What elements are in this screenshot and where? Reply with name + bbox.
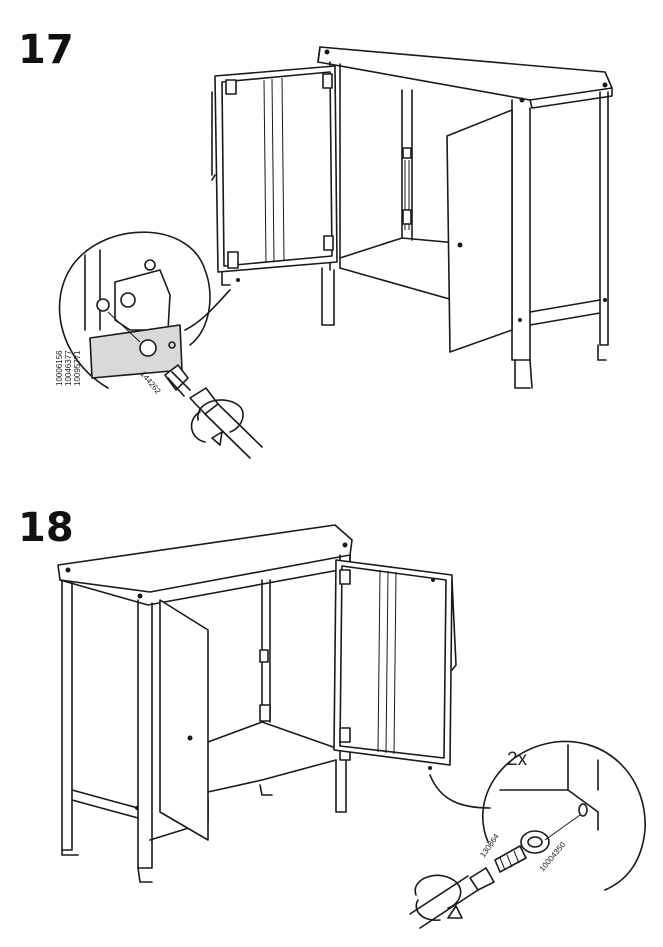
step17-screwdriver <box>164 364 263 459</box>
step17-detail-circle <box>58 231 231 389</box>
step17-part-number-1: 10006156 <box>55 350 64 386</box>
step18-quantity: 2x <box>507 749 528 770</box>
step17-part-number-3: 10095771 <box>73 350 82 386</box>
step18-screw-part-number: 130864 <box>478 832 501 859</box>
step-number-17: 17 <box>18 27 74 73</box>
step18-screwdriver <box>409 867 495 929</box>
step18-cabinet <box>57 524 457 883</box>
step17-cabinet <box>211 46 613 389</box>
step18-detail-circle <box>429 740 646 891</box>
step-number-18: 18 <box>18 505 74 551</box>
step17-part-number-2: 10046377 <box>64 350 73 386</box>
